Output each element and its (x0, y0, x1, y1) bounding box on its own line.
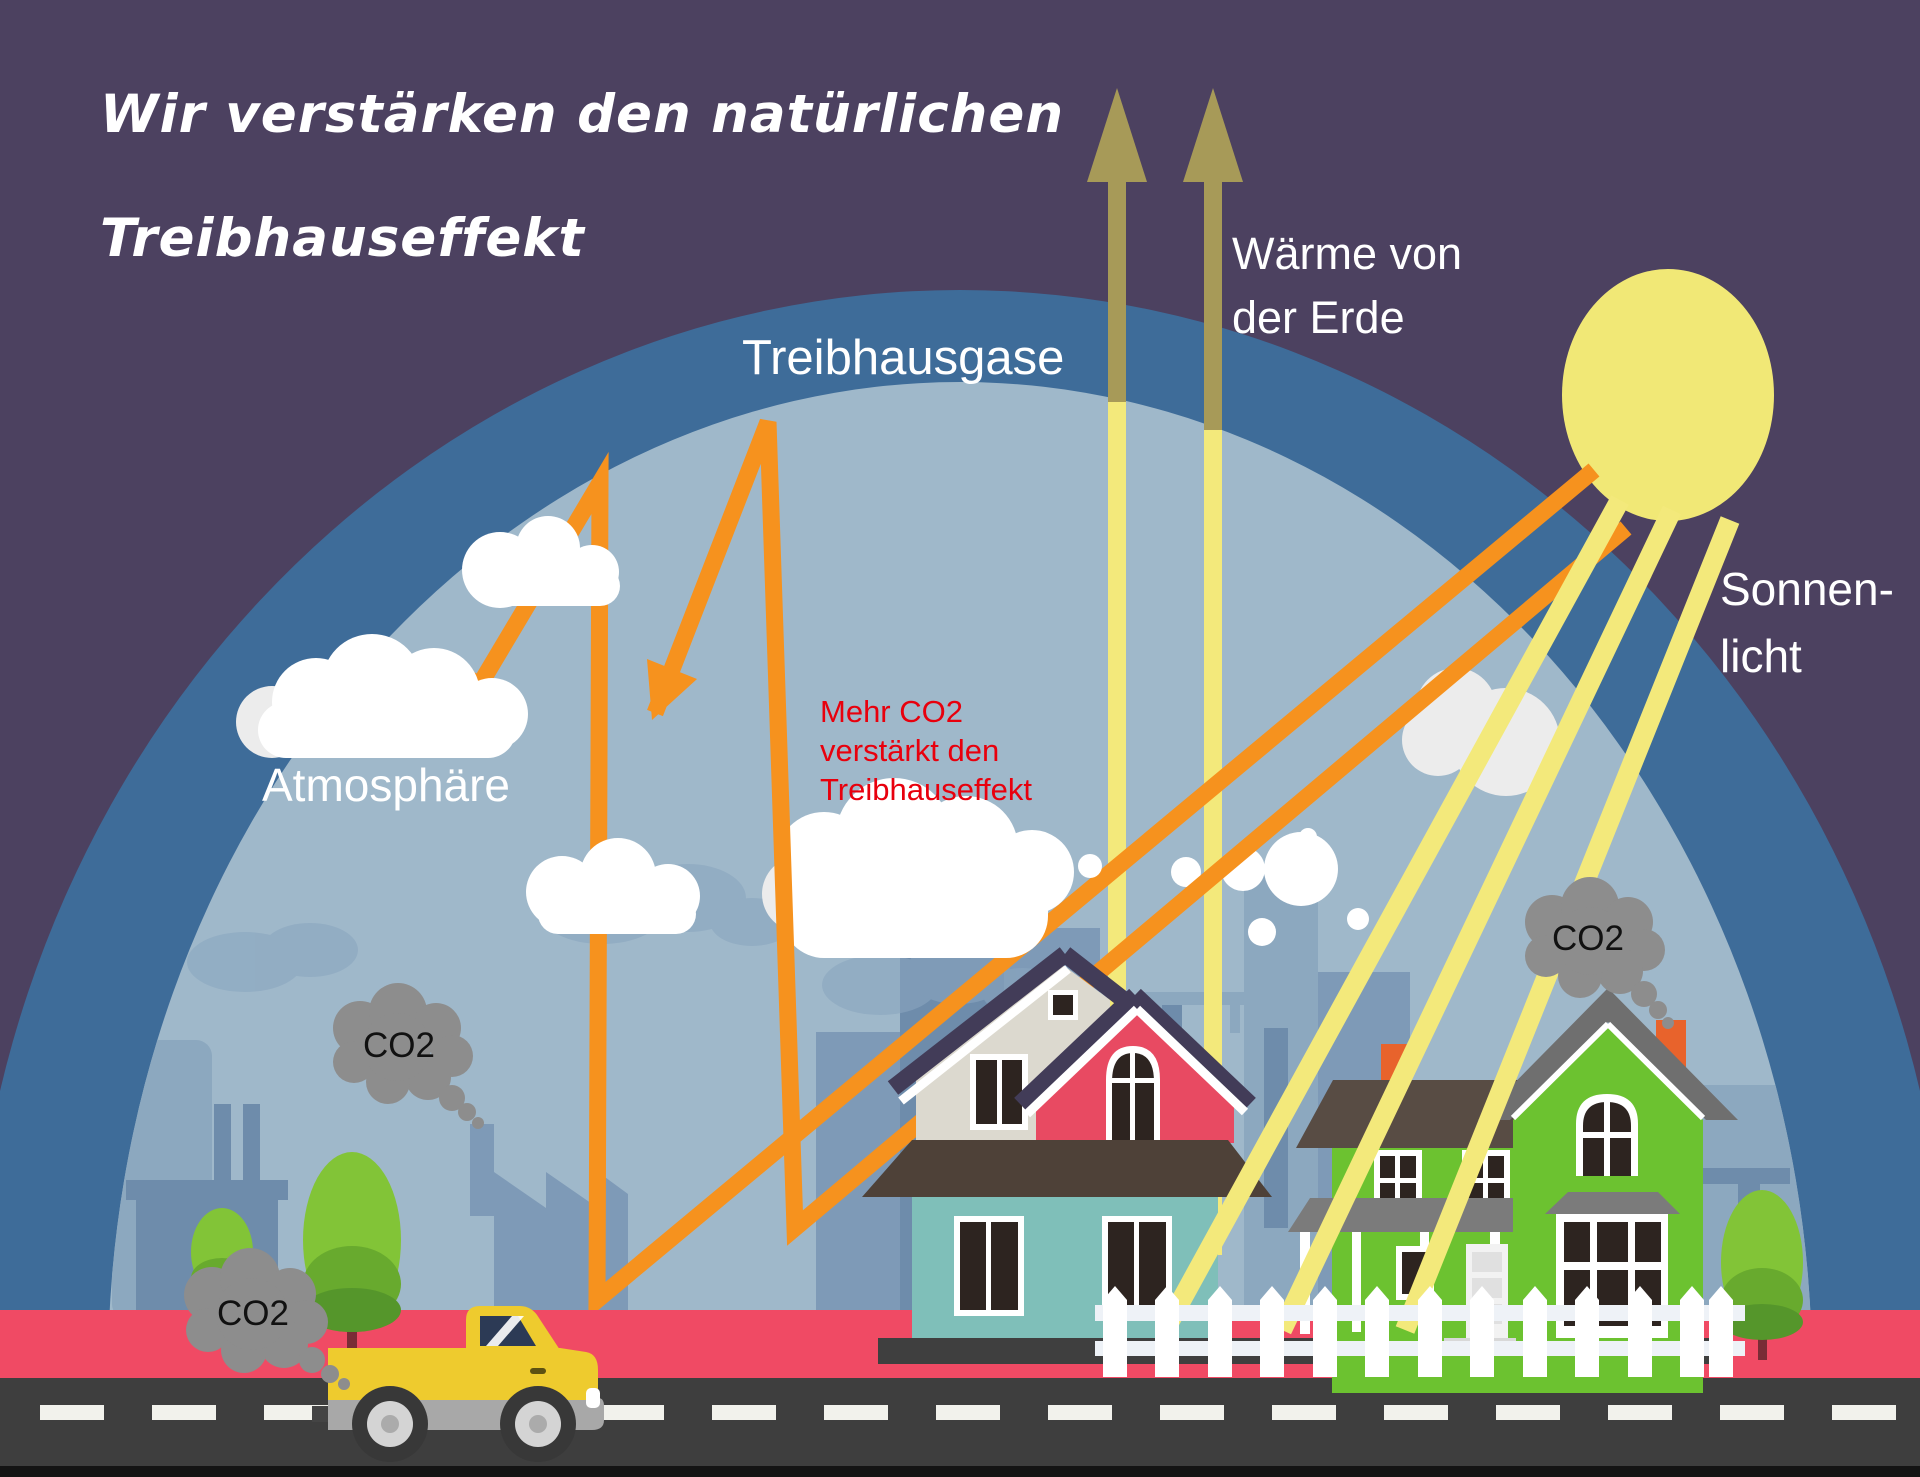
label-greenhouse-gases: Treibhausgase (742, 331, 1065, 385)
up-arrowhead-icon (1087, 88, 1147, 182)
bottom-bar (0, 1466, 1920, 1477)
page-title-line1: Wir verstärken den natürlichen (100, 84, 1065, 145)
page-title-line2: Treibhauseffekt (100, 208, 585, 269)
label-co2-house: CO2 (1552, 919, 1624, 958)
co2-cloud-factory (333, 983, 484, 1129)
label-heat-from-earth: Wärme von der Erde (1232, 228, 1463, 343)
sun-icon (1562, 269, 1774, 521)
label-atmosphere: Atmosphäre (262, 759, 511, 811)
car (312, 1306, 604, 1462)
bubble-clouds (1078, 828, 1369, 946)
label-co2-factory: CO2 (363, 1026, 435, 1065)
label-co2-car: CO2 (217, 1294, 289, 1333)
white-clouds (236, 516, 1560, 958)
greenhouse-zigzag-b (647, 418, 1632, 1246)
co2-cloud-house (1525, 877, 1674, 1029)
co2-cloud-car (184, 1248, 350, 1390)
label-sunlight: Sonnen- licht (1720, 563, 1894, 682)
pink-house (862, 947, 1272, 1338)
label-more-co2: Mehr CO2 verstärkt den Treibhauseffekt (820, 694, 1032, 808)
picket-fence (1095, 1286, 1745, 1377)
up-arrowhead-icon (1183, 88, 1243, 182)
down-arrowhead-icon (647, 659, 697, 720)
